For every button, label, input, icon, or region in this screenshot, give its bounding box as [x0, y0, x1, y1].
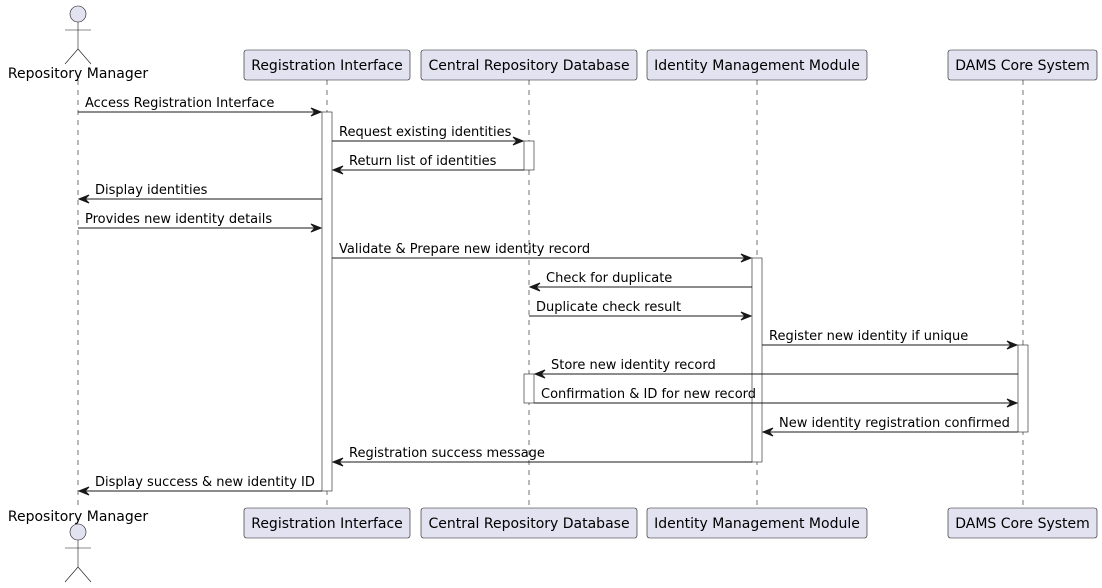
participant-box [646, 49, 868, 81]
actor-figure-top [64, 5, 92, 65]
arrowhead-icon [331, 457, 344, 467]
message-request-existing-identities: Request existing identities [332, 125, 525, 146]
arrowhead-icon [533, 369, 546, 379]
activation-bar-dams [1017, 344, 1029, 433]
message-label: Store new identity record [551, 358, 716, 373]
arrowhead-icon [331, 165, 344, 175]
actor-label-top: Repository Manager [8, 66, 149, 82]
activation-bar-crd [523, 140, 535, 171]
message-label: Request existing identities [339, 125, 512, 140]
participant-dams-core-system-bottom: DAMS Core System [947, 507, 1098, 539]
message-validate-and-prepare-new-identity-record: Validate & Prepare new identity record [332, 242, 753, 263]
message-display-success-and-new-identity-id: Display success & new identity ID [77, 475, 322, 496]
arrowhead-icon [77, 194, 90, 204]
message-label: Register new identity if unique [769, 329, 968, 344]
message-label: Registration success message [349, 446, 545, 461]
message-return-list-of-identities: Return list of identities [331, 154, 524, 175]
participant-box [420, 507, 638, 539]
arrowhead-icon [77, 486, 90, 496]
message-label: Confirmation & ID for new record [541, 387, 756, 402]
participant-box [243, 507, 411, 539]
message-label: Access Registration Interface [85, 96, 274, 111]
message-provides-new-identity-details: Provides new identity details [78, 212, 323, 233]
message-label: Validate & Prepare new identity record [339, 242, 590, 257]
message-store-new-identity-record: Store new identity record [533, 358, 1018, 379]
arrowhead-icon [1006, 398, 1019, 408]
message-label: Display success & new identity ID [95, 475, 315, 490]
arrowhead-icon [740, 311, 753, 321]
arrowhead-icon [1006, 340, 1019, 350]
lifelines [77, 80, 1024, 508]
message-label: Return list of identities [349, 154, 497, 169]
message-duplicate-check-result: Duplicate check result [529, 300, 753, 321]
participant-registration-interface-bottom: Registration Interface [243, 507, 411, 539]
participant-registration-interface-top: Registration Interface [243, 49, 411, 81]
activation-bar-ri [321, 111, 333, 492]
message-new-identity-registration-confirmed: New identity registration confirmed [761, 416, 1018, 437]
arrowhead-icon [512, 136, 525, 146]
participant-label: DAMS Core System [955, 516, 1090, 532]
participant-box [947, 507, 1098, 539]
message-label: Provides new identity details [85, 212, 272, 227]
arrowhead-icon [740, 253, 753, 263]
message-access-registration-interface: Access Registration Interface [78, 96, 323, 117]
message-label: New identity registration confirmed [779, 416, 1010, 431]
participant-central-repository-database-top: Central Repository Database [420, 49, 638, 81]
participant-label: DAMS Core System [955, 58, 1090, 74]
participant-box [947, 49, 1098, 81]
arrowhead-icon [310, 223, 323, 233]
message-registration-success-message: Registration success message [331, 446, 752, 467]
message-label: Check for duplicate [546, 271, 672, 286]
message-check-for-duplicate: Check for duplicate [528, 271, 752, 292]
participant-label: Central Repository Database [428, 58, 629, 74]
participant-label: Identity Management Module [654, 58, 860, 74]
message-label: Duplicate check result [536, 300, 681, 315]
participant-label: Registration Interface [251, 58, 403, 74]
participant-box [243, 49, 411, 81]
participant-dams-core-system-top: DAMS Core System [947, 49, 1098, 81]
message-confirmation-and-id-for-new-record: Confirmation & ID for new record [534, 387, 1019, 408]
participant-label: Registration Interface [251, 516, 403, 532]
participant-label: Central Repository Database [428, 516, 629, 532]
activation-bars [321, 111, 1029, 492]
participant-label: Identity Management Module [654, 516, 860, 532]
participant-box [420, 49, 638, 81]
arrowhead-icon [528, 282, 541, 292]
message-display-identities: Display identities [77, 183, 322, 204]
participant-identity-management-module-bottom: Identity Management Module [646, 507, 868, 539]
participant-central-repository-database-bottom: Central Repository Database [420, 507, 638, 539]
arrowhead-icon [310, 107, 323, 117]
message-label: Display identities [95, 183, 208, 198]
activation-bar-imm [751, 257, 763, 463]
actor-figure-bottom [64, 523, 92, 583]
arrowhead-icon [761, 427, 774, 437]
activation-bar-crd [523, 373, 535, 404]
actor-label-bottom: Repository Manager [8, 509, 149, 525]
participant-identity-management-module-top: Identity Management Module [646, 49, 868, 81]
participant-box [646, 507, 868, 539]
message-register-new-identity-if-unique: Register new identity if unique [762, 329, 1019, 350]
